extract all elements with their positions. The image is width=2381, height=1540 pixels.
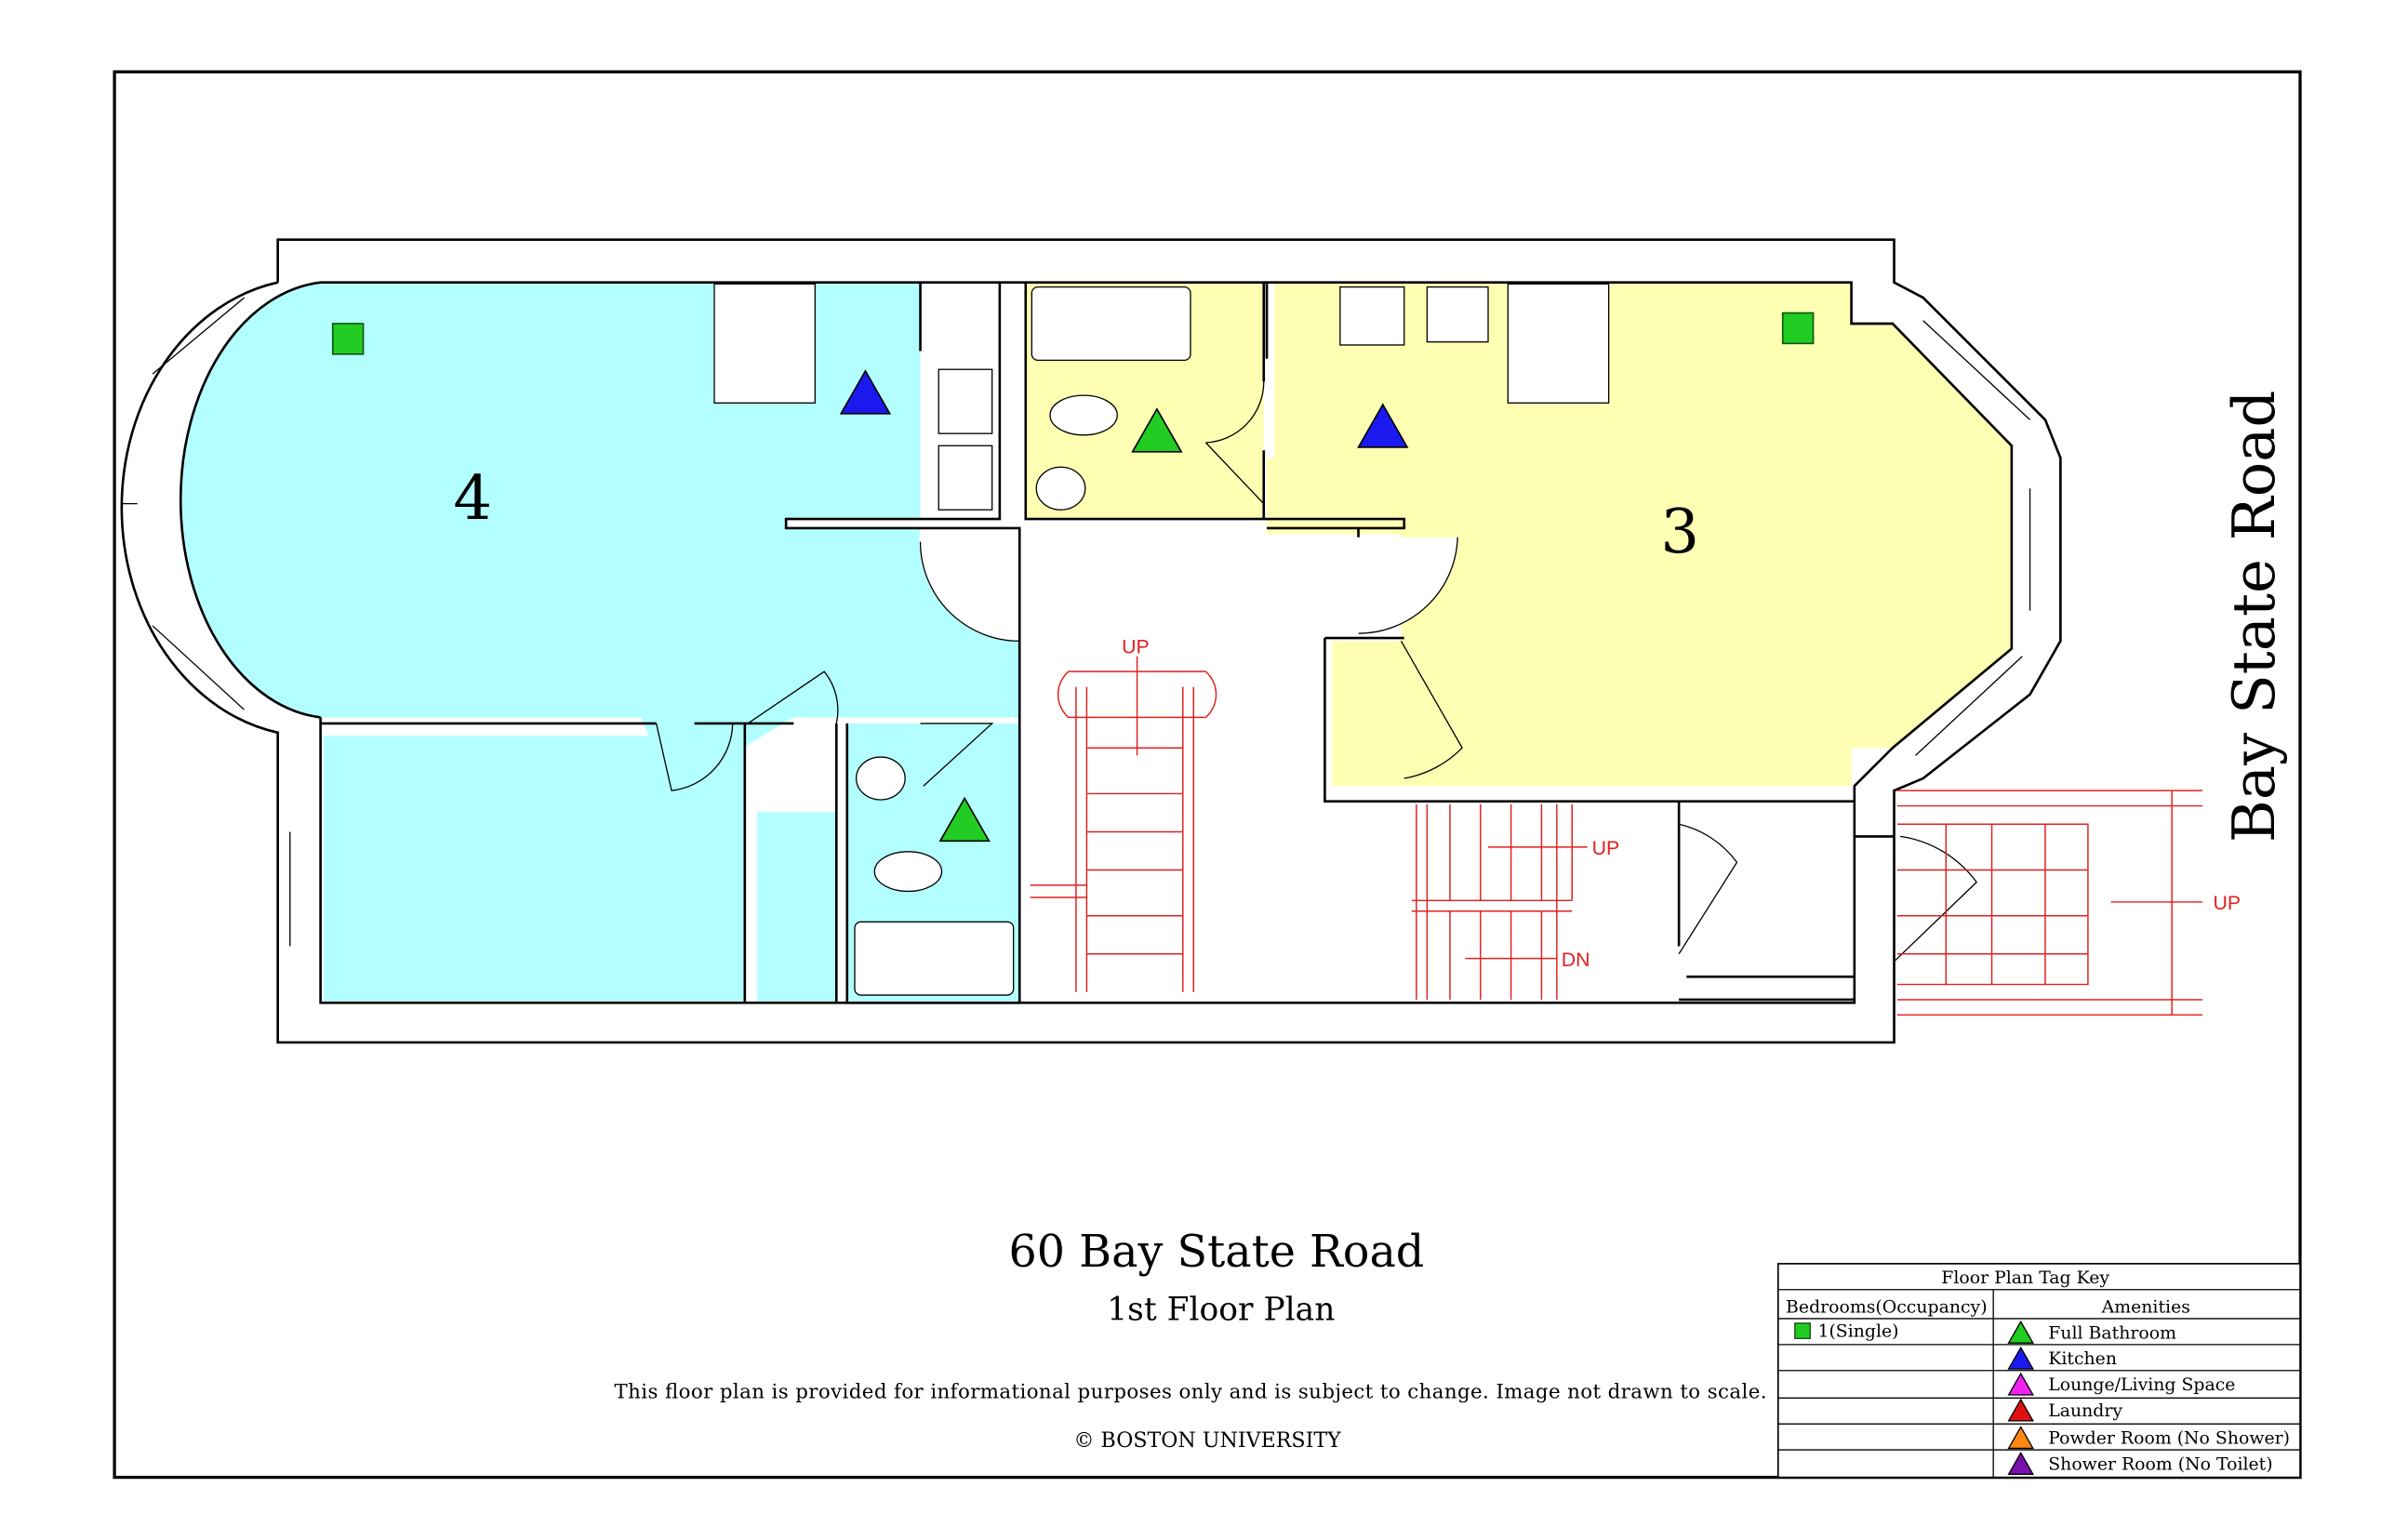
tags — [331, 312, 1815, 843]
street-label: Bay State Road — [2220, 391, 2288, 843]
legend-bedrooms-header: Bedrooms(Occupancy) — [1786, 1296, 1988, 1317]
stove — [1339, 285, 1405, 346]
kitchen-sink — [1426, 285, 1489, 343]
plan-title: 60 Bay State Road — [1009, 1227, 1425, 1278]
stair-label-up: UP — [1592, 837, 1620, 859]
full-bathroom-tag — [938, 796, 991, 843]
unit-4-closet-fill — [756, 812, 837, 1002]
fixtures — [713, 283, 1610, 996]
legend-amenity-label: Laundry — [2048, 1401, 2122, 1421]
legend-amenity-label: Lounge/Living Space — [2048, 1374, 2235, 1395]
plan-subtitle: 1st Floor Plan — [1107, 1292, 1335, 1329]
stair-label-up: UP — [1122, 635, 1150, 657]
legend-amenity-label: Powder Room (No Shower) — [2048, 1428, 2290, 1449]
legend-shower-room-swatch — [2007, 1452, 2034, 1475]
kitchen-tag — [839, 369, 892, 415]
toilet — [873, 851, 943, 893]
room-label-3: 3 — [1660, 497, 1699, 567]
kitchen-sink — [938, 368, 993, 434]
legend-amenity-label: Full Bathroom — [2048, 1322, 2176, 1343]
bathtub — [854, 921, 1015, 996]
unit-3-main-fill — [1267, 282, 2012, 787]
toilet — [1049, 394, 1118, 436]
unit-4-bedroom-fill — [323, 736, 745, 1002]
bathtub — [1031, 285, 1191, 362]
legend-bedroom-swatch — [1794, 1322, 1811, 1339]
legend-title: Floor Plan Tag Key — [1941, 1268, 2109, 1288]
bedroom-single-tag — [1781, 312, 1815, 345]
full-bathroom-tag — [1131, 407, 1183, 453]
stair-label-up: UP — [2213, 892, 2241, 914]
legend-kitchen-swatch — [2007, 1346, 2034, 1370]
legend-lounge-swatch — [2007, 1372, 2034, 1396]
legend-table: Floor Plan Tag Key Bedrooms(Occupancy) A… — [1776, 1263, 2301, 1479]
legend-amenity-label: Kitchen — [2048, 1348, 2117, 1369]
bedroom-single-tag — [331, 323, 365, 355]
stairs: UP UP DN UP — [1030, 635, 2241, 1016]
stair-label-down: DN — [1562, 949, 1590, 971]
bath-sink — [855, 756, 906, 801]
legend-powder-room-swatch — [2007, 1426, 2034, 1450]
kitchen-tag — [1357, 403, 1409, 448]
sheet-border — [113, 70, 2302, 1480]
counter — [1507, 283, 1610, 404]
legend-laundry-swatch — [2007, 1398, 2034, 1422]
legend-bedroom-label: 1(Single) — [1817, 1321, 1898, 1342]
bath-sink — [1035, 466, 1086, 511]
stove — [938, 445, 993, 511]
legend-amenities-header: Amenities — [2101, 1296, 2190, 1317]
disclaimer: This floor plan is provided for informat… — [615, 1380, 1767, 1403]
unit-4 — [180, 282, 1020, 1002]
building-walls — [120, 238, 2062, 1044]
unit-4-main-fill — [180, 282, 1020, 791]
room-label-4: 4 — [453, 463, 492, 534]
counter — [713, 283, 816, 404]
legend-full-bathroom-swatch — [2007, 1320, 2034, 1344]
legend-amenity-label: Shower Room (No Toilet) — [2048, 1454, 2272, 1474]
copyright: © BOSTON UNIVERSITY — [1073, 1428, 1341, 1453]
